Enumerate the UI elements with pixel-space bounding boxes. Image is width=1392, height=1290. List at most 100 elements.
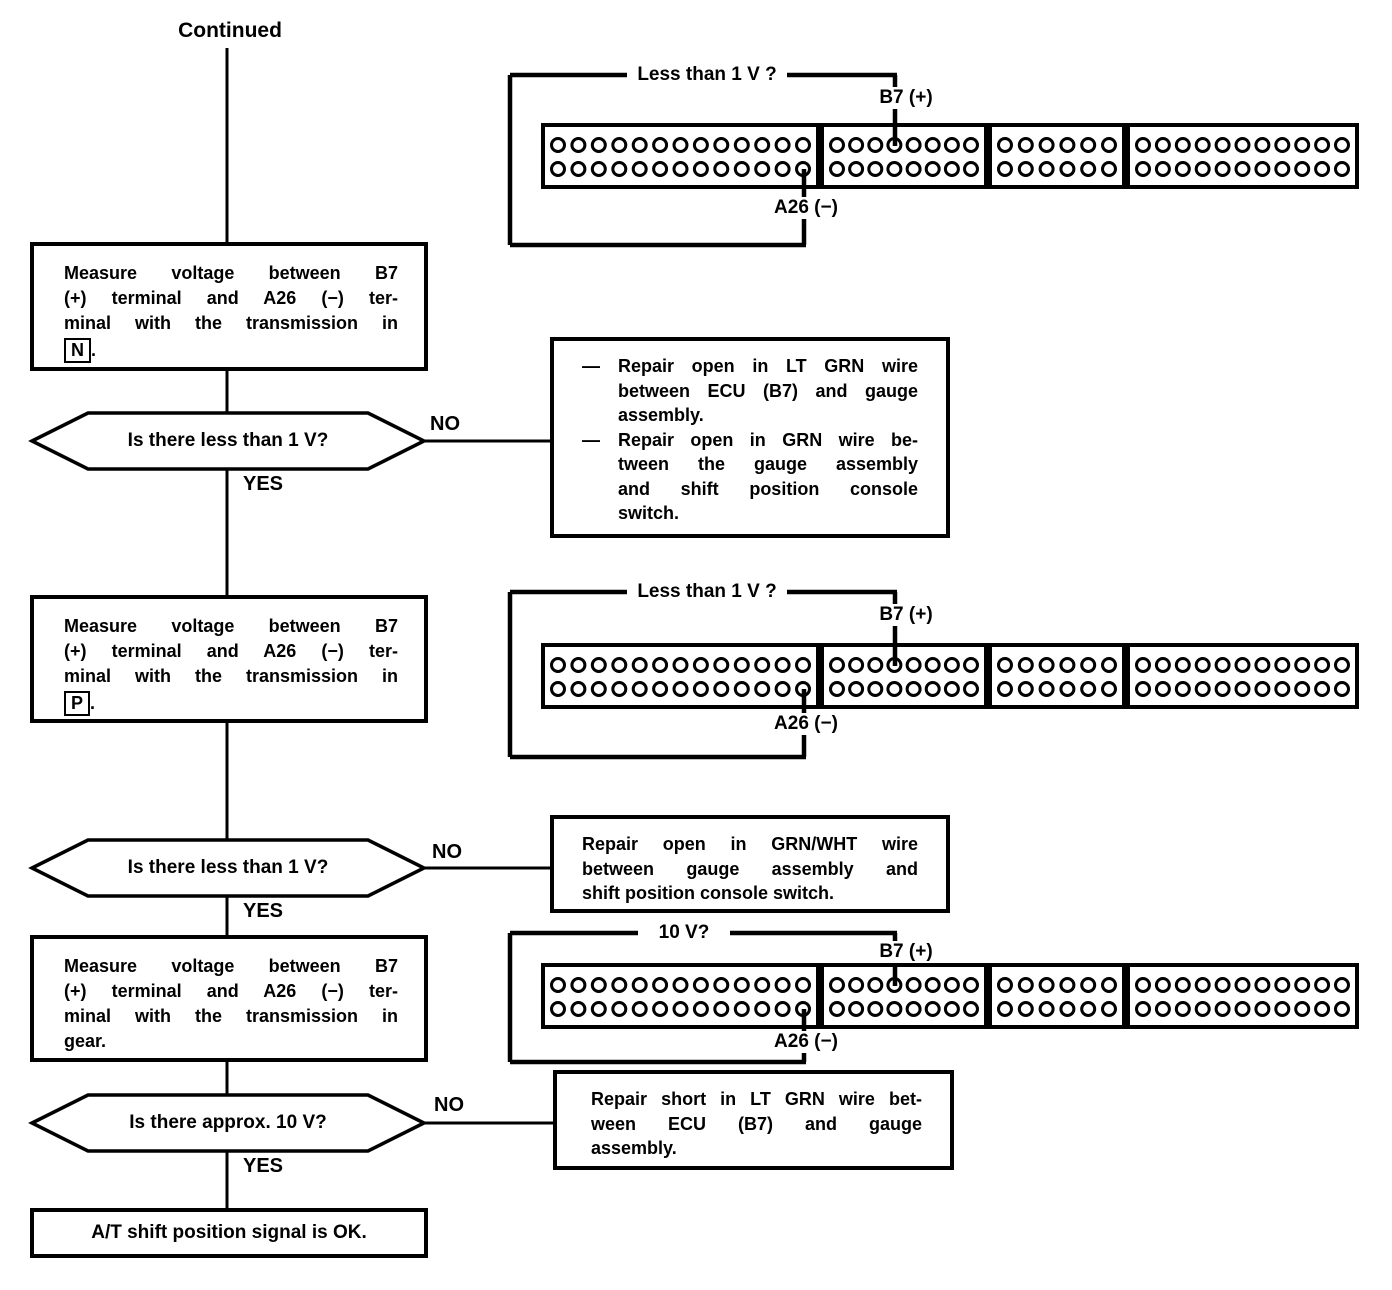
connector-pin xyxy=(1038,977,1055,993)
connector-block xyxy=(820,963,988,1029)
connector-pin xyxy=(1059,161,1076,177)
repair-text-line: assembly. xyxy=(618,405,704,425)
connector-pin xyxy=(672,657,689,673)
connector-pin xyxy=(1135,657,1151,673)
connector-pin xyxy=(713,161,730,177)
connector-pin xyxy=(774,977,791,993)
bracket-lines-under xyxy=(507,72,897,1065)
connector-pin xyxy=(652,161,669,177)
connector-pin xyxy=(652,137,669,153)
connector-pin xyxy=(1194,977,1211,993)
connector-pin xyxy=(1274,977,1291,993)
connector-pin xyxy=(1334,1001,1350,1017)
connector-block xyxy=(1126,963,1359,1029)
connector-pin xyxy=(550,137,566,153)
connector-pin xyxy=(733,137,750,153)
probe-lead-lines xyxy=(801,75,898,1062)
connector-pin xyxy=(754,977,771,993)
connector-pin xyxy=(1101,681,1117,697)
connector-pin xyxy=(1214,161,1231,177)
connector-block xyxy=(1126,643,1359,709)
connector-pin xyxy=(848,1001,865,1017)
connector-pin xyxy=(1174,161,1191,177)
connector-pin xyxy=(611,1001,628,1017)
connector-pin xyxy=(1059,137,1076,153)
connector-pin xyxy=(1234,657,1251,673)
repair-text-line: Repair open in LT GRN wire xyxy=(618,356,918,376)
flow-lines xyxy=(225,48,554,1209)
connector-pin xyxy=(1254,977,1271,993)
connector-pin xyxy=(867,1001,884,1017)
connector-pin xyxy=(672,977,689,993)
connector-pin xyxy=(1254,161,1271,177)
connector-pin xyxy=(905,681,922,697)
gear-position-letterbox: N xyxy=(64,338,91,363)
connector-pin xyxy=(550,657,566,673)
connector-pin xyxy=(1174,1001,1191,1017)
connector-block xyxy=(541,643,820,709)
connector-pin xyxy=(1294,681,1311,697)
b7-terminal-label-2: B7 (+) xyxy=(856,604,956,626)
connector-pin xyxy=(829,681,845,697)
connector-pin xyxy=(652,681,669,697)
connector-pin xyxy=(1059,657,1076,673)
connector-pin xyxy=(1101,1001,1117,1017)
connector-pin xyxy=(1135,1001,1151,1017)
repair-text-line: assembly. xyxy=(591,1138,677,1158)
connector-pin xyxy=(1314,161,1331,177)
connector-pin xyxy=(570,977,587,993)
process-text-line: minal with the transmission in xyxy=(64,313,398,333)
connector-block xyxy=(541,123,820,189)
no-label-3: NO xyxy=(434,1094,464,1116)
connector-pin xyxy=(1254,681,1271,697)
bracket-label-2: Less than 1 V ? xyxy=(627,581,787,603)
connector-pin xyxy=(905,657,922,673)
connector-pin xyxy=(1214,137,1231,153)
connector-pin xyxy=(963,977,979,993)
connector-pin xyxy=(570,137,587,153)
connector-pin xyxy=(1154,1001,1171,1017)
process-text-line: Measure voltage between B7 xyxy=(64,956,398,976)
connector-pin xyxy=(1234,137,1251,153)
yes-label-2: YES xyxy=(243,900,284,922)
connector-pin xyxy=(631,657,648,673)
dash-bullet: — xyxy=(582,429,600,450)
connector-pin xyxy=(1154,977,1171,993)
connector-pin xyxy=(611,977,628,993)
connector-pin xyxy=(1154,681,1171,697)
result-text: A/T shift position signal is OK. xyxy=(91,1222,367,1243)
connector-pin xyxy=(570,657,587,673)
connector-pin xyxy=(1038,161,1055,177)
connector-pin xyxy=(631,1001,648,1017)
connector-pin xyxy=(886,161,903,177)
connector-pin xyxy=(590,681,607,697)
connector-pin xyxy=(1080,1001,1097,1017)
connector-pin xyxy=(1274,657,1291,673)
connector-pin xyxy=(1314,1001,1331,1017)
repair-item: — Repair open in GRN wire be- tween the … xyxy=(582,428,918,526)
result-box: A/T shift position signal is OK. xyxy=(30,1208,428,1258)
connector-pin xyxy=(1101,137,1117,153)
connector-pin xyxy=(692,681,709,697)
connector-pin xyxy=(848,977,865,993)
connector-pin xyxy=(611,681,628,697)
connector-pin xyxy=(1080,161,1097,177)
connector-pin xyxy=(733,681,750,697)
connector-pin xyxy=(867,657,884,673)
connector-pin xyxy=(1214,681,1231,697)
connector-pin xyxy=(692,977,709,993)
process-text-line: minal with the transmission in xyxy=(64,1006,398,1026)
connector-pin xyxy=(1135,977,1151,993)
connector-pin xyxy=(713,137,730,153)
connector-pin xyxy=(774,161,791,177)
decision-question-2: Is there less than 1 V? xyxy=(127,857,329,878)
connector-pin xyxy=(867,977,884,993)
connector-pin xyxy=(1174,977,1191,993)
connector-pin xyxy=(631,137,648,153)
connector-pin xyxy=(886,681,903,697)
connector-pin xyxy=(611,657,628,673)
connector-pin xyxy=(943,657,960,673)
connector-pin xyxy=(1254,657,1271,673)
connector-pin xyxy=(1294,657,1311,673)
connector-pin xyxy=(754,1001,771,1017)
